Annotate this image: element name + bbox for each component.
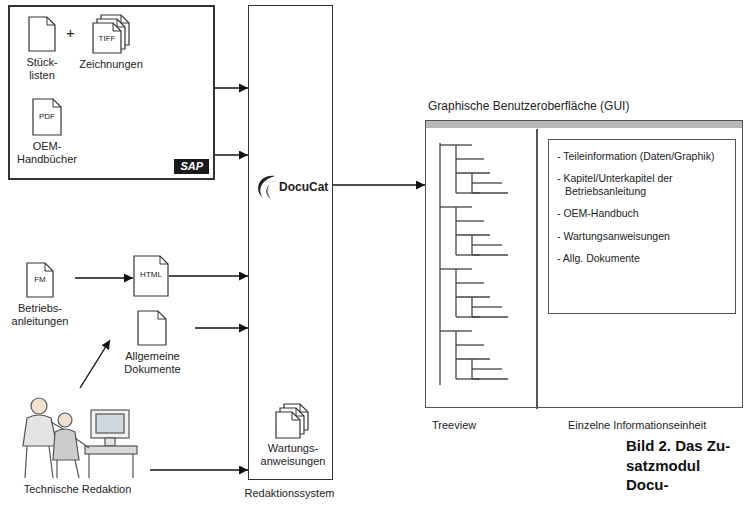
illustration-caption: Technische Redaktion	[5, 483, 150, 496]
treeview-panel: Treeview	[426, 129, 538, 409]
arrow-connector	[195, 327, 248, 328]
document-caption: Zeichnungen	[70, 58, 152, 71]
product-name: DocuCat	[279, 180, 328, 194]
list-item: - OEM-Handbuch	[557, 207, 729, 220]
document-icon: Allgemeine Dokumente	[110, 310, 195, 382]
list-item: - Allg. Dokumente	[557, 252, 729, 265]
figure-caption: Bild 2. Das Zu- satzmodul Docu-	[626, 436, 744, 495]
box-heading: Redaktionssystem	[237, 487, 342, 500]
document-caption: Allgemeine Dokumente	[110, 350, 195, 376]
document-caption: Wartungs- anweisungen	[255, 442, 331, 468]
document-caption: Betriebs- anleitungen	[5, 302, 75, 328]
document-icon: PDF OEM- Handbücher	[12, 98, 82, 178]
format-tag: PDF	[32, 112, 62, 122]
gui-window: Graphische Benutzeroberfläche (GUI)Treev…	[425, 120, 743, 408]
detail-panel: Einzelne Informationseinheit- Teileinfor…	[538, 129, 744, 409]
document-symbol	[137, 310, 167, 350]
list-item: - Kapitel/Unterkapitel der Betriebsanlei…	[557, 172, 729, 198]
document-caption: Stück- listen	[16, 56, 68, 82]
arrow-connector	[80, 340, 110, 388]
information-list-box: - Teileinformation (Daten/Graphik) - Kapi…	[548, 139, 736, 314]
document-caption: OEM- Handbücher	[12, 140, 82, 166]
logo-swoosh	[253, 172, 279, 206]
window-title: Graphische Benutzeroberfläche (GUI)	[428, 99, 629, 113]
window-title-bar	[426, 121, 742, 128]
arrow-connector	[169, 275, 248, 276]
arrow-connector	[215, 87, 248, 88]
arrow-connector	[150, 469, 248, 470]
document-symbol	[28, 16, 56, 56]
document-stack-icon: TIFF Zeichnungen	[70, 14, 152, 78]
document-stack-icon: Wartungs- anweisungen	[255, 403, 331, 473]
document-icon: Stück- listen	[16, 16, 68, 96]
panel-caption: Einzelne Informationseinheit	[568, 419, 706, 432]
editing-system-box: DocuCatRedaktionssystemWartungs- anweisu…	[248, 5, 333, 480]
people-illustration	[13, 388, 141, 484]
format-tag: TIFF	[92, 34, 122, 44]
plus-sign: +	[66, 24, 75, 42]
arrow-connector	[333, 184, 425, 185]
format-tag: FM	[26, 275, 54, 285]
document-stack-symbol	[275, 403, 309, 443]
tree-lines	[432, 135, 532, 409]
source-group-box: SAP Stück- listen TIFF ZeichnungenPDF OEM- H…	[8, 5, 215, 180]
list-item: - Teileinformation (Daten/Graphik)	[557, 150, 729, 163]
format-tag: HTML	[133, 270, 169, 280]
document-icon: HTML	[133, 255, 169, 297]
sap-logo: SAP	[174, 159, 209, 174]
technical-writers-illustration: Technische Redaktion	[5, 388, 150, 500]
list-item: - Wartungsanweisungen	[557, 230, 729, 243]
arrow-connector	[215, 154, 248, 155]
panel-caption: Treeview	[432, 419, 476, 432]
arrow-connector	[75, 277, 133, 278]
document-icon: FM Betriebs- anleitungen	[5, 262, 75, 337]
